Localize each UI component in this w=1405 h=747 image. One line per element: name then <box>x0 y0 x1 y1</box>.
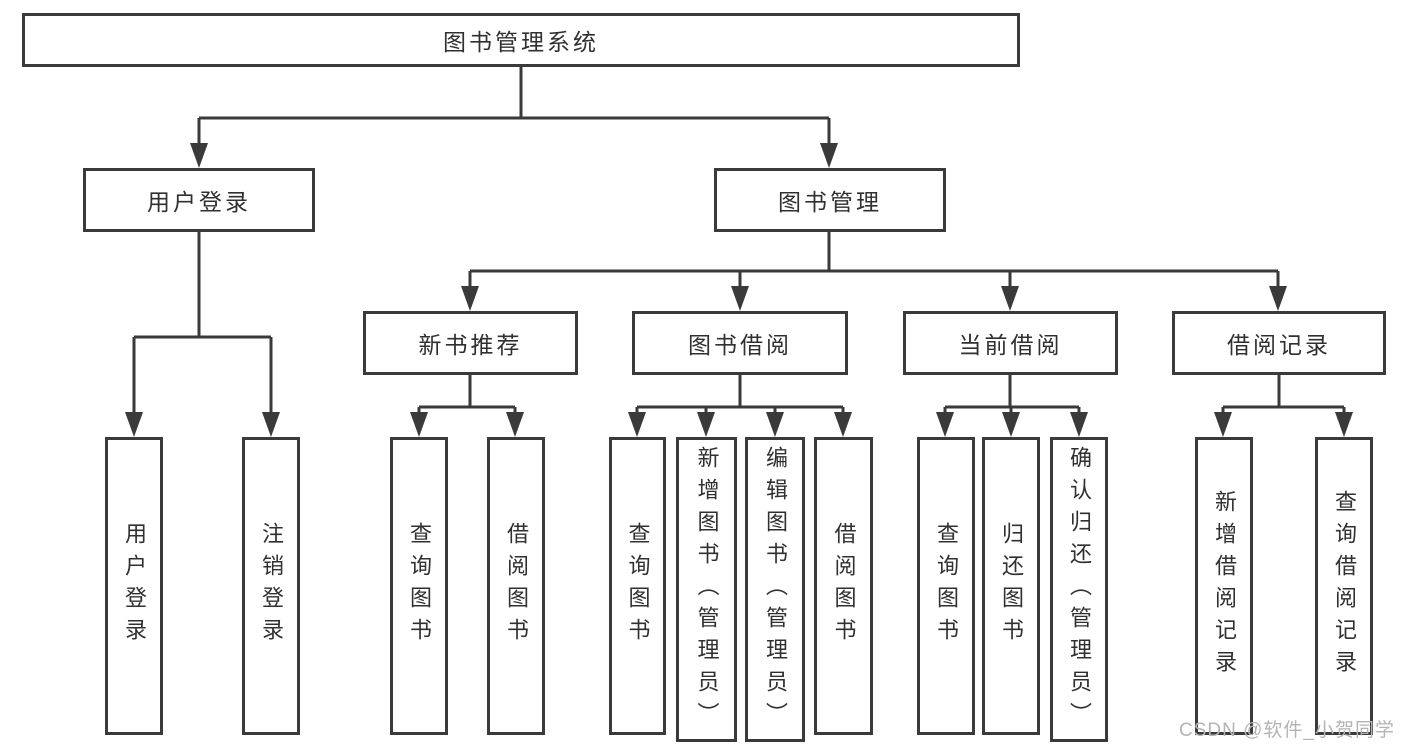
leaf-borrowing-edit-book-admin: 编辑图书（管理员） <box>745 437 805 742</box>
leaf-current-confirm-return-admin: 确认归还（管理员） <box>1050 437 1108 742</box>
leaf-borrowing-borrow-books: 借阅图书 <box>814 437 873 735</box>
leaf-label: 编辑图书（管理员） <box>763 445 788 734</box>
node-borrowing-records: 借阅记录 <box>1172 311 1386 375</box>
node-book-management: 图书管理 <box>714 168 946 232</box>
leaf-label: 查询图书 <box>407 522 432 650</box>
watermark: CSDN @软件_小贺同学 <box>1179 720 1395 741</box>
leaf-label: 借阅图书 <box>831 522 857 650</box>
leaf-user-login: 用户登录 <box>105 437 163 735</box>
node-label: 图书管理系统 <box>443 29 599 55</box>
leaf-label: 用户登录 <box>122 522 147 650</box>
node-label: 用户登录 <box>147 189 251 215</box>
leaf-current-query-books: 查询图书 <box>917 437 975 735</box>
leaf-records-add-borrow-record: 新增借阅记录 <box>1195 437 1253 735</box>
arrowheads <box>125 143 1353 437</box>
leaf-recommend-borrow-books: 借阅图书 <box>487 437 545 735</box>
leaf-label: 查询图书 <box>625 522 651 650</box>
leaf-label: 借阅图书 <box>504 522 529 650</box>
leaf-label: 查询图书 <box>934 522 959 650</box>
node-new-book-recommendation: 新书推荐 <box>363 311 578 375</box>
node-library-management-system: 图书管理系统 <box>22 13 1020 67</box>
leaf-label: 查询借阅记录 <box>1332 490 1357 682</box>
node-label: 图书管理 <box>778 189 882 215</box>
node-label: 当前借阅 <box>958 332 1063 358</box>
node-label: 图书借阅 <box>688 332 792 358</box>
leaf-label: 新增借阅记录 <box>1212 490 1237 682</box>
leaf-logout: 注销登录 <box>242 437 300 735</box>
node-label: 新书推荐 <box>418 332 523 358</box>
node-current-borrowing: 当前借阅 <box>903 311 1118 375</box>
leaf-label: 归还图书 <box>999 522 1024 650</box>
leaf-borrowing-add-book-admin: 新增图书（管理员） <box>676 437 737 742</box>
leaf-borrowing-query-books: 查询图书 <box>609 437 666 735</box>
node-label: 借阅记录 <box>1227 332 1331 358</box>
node-user-login: 用户登录 <box>83 168 315 232</box>
leaf-label: 注销登录 <box>259 522 284 650</box>
leaf-label: 确认归还（管理员） <box>1067 445 1092 734</box>
leaf-current-return-book: 归还图书 <box>982 437 1040 735</box>
leaf-recommend-query-books: 查询图书 <box>390 437 448 735</box>
node-book-borrowing: 图书借阅 <box>632 311 848 375</box>
leaf-records-query-borrow-record: 查询借阅记录 <box>1315 437 1373 735</box>
leaf-label: 新增图书（管理员） <box>694 445 720 734</box>
